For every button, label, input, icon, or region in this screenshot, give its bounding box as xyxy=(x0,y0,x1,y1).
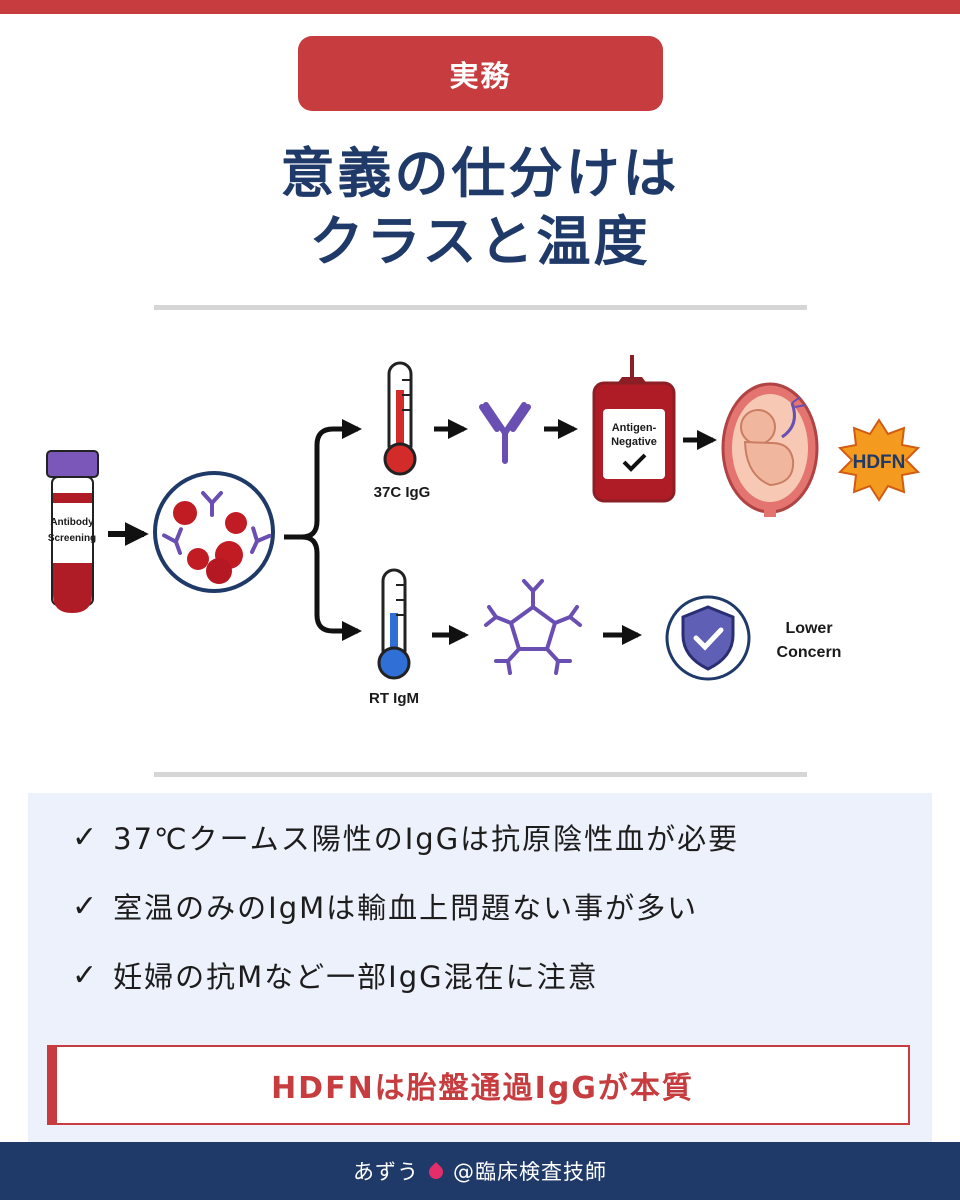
igm-pentamer-icon xyxy=(484,579,582,675)
title-line-2: クラスと温度 xyxy=(309,210,651,273)
author-name: あずう xyxy=(353,1160,419,1184)
category-tag: 実務 xyxy=(298,36,663,111)
footer-bar: あずう @臨床検査技師 xyxy=(0,1142,960,1200)
title-line-1: 意義の仕分けは xyxy=(280,142,680,205)
bag-label-line-2: Negative xyxy=(611,436,657,448)
branch-lower-arrow xyxy=(301,534,362,641)
antibody-workflow-diagram: Antibody Screening 37C IgG A xyxy=(46,355,921,707)
check-icon: ✓ xyxy=(72,819,100,855)
test-tube-icon: Antibody Screening xyxy=(46,450,99,613)
check-icon: ✓ xyxy=(72,888,100,924)
key-point-text: 37℃クームス陽性のIgGは抗原陰性血が必要 xyxy=(113,822,740,856)
check-icon: ✓ xyxy=(72,957,100,993)
key-point-text: 室温のみのIgMは輸血上問題ない事が多い xyxy=(113,891,699,925)
divider-bottom xyxy=(154,772,807,777)
author-handle: @臨床検査技師 xyxy=(453,1160,607,1184)
tube-label-line-1: Antibody xyxy=(50,517,94,528)
blood-bag-icon: Antigen- Negative xyxy=(592,355,676,503)
key-point: ✓ 室温のみのIgMは輸血上問題ない事が多い xyxy=(72,882,698,930)
hdfn-starburst-icon xyxy=(837,418,921,502)
tube-label-line-2: Screening xyxy=(48,533,96,544)
concern-label-line-2: Concern xyxy=(777,644,842,661)
lower-thermometer-label: RT IgM xyxy=(369,690,419,707)
concern-label-line-1: Lower xyxy=(785,620,832,637)
thermometer-warm-icon xyxy=(383,361,417,476)
hdfn-label: HDFN xyxy=(853,452,906,473)
fetus-icon xyxy=(721,382,819,517)
branch-upper-arrow xyxy=(284,419,362,540)
page-title: 意義の仕分けは クラスと温度 xyxy=(0,140,960,276)
divider-top xyxy=(154,305,807,310)
upper-thermometer-label: 37C IgG xyxy=(374,484,431,501)
key-point: ✓ 妊婦の抗Mなど一部IgG混在に注意 xyxy=(72,951,599,999)
key-point: ✓ 37℃クームス陽性のIgGは抗原陰性血が必要 xyxy=(72,813,739,861)
top-accent-bar xyxy=(0,0,960,14)
igg-antibody-icon xyxy=(479,402,531,464)
blood-drop-icon xyxy=(426,1162,446,1182)
bag-label-line-1: Antigen- xyxy=(612,422,657,434)
shield-check-icon xyxy=(665,595,751,681)
sample-cells-icon xyxy=(153,471,275,593)
thermometer-cool-icon xyxy=(377,568,411,680)
summary-callout: HDFNは胎盤通過IgGが本質 xyxy=(47,1045,910,1125)
key-point-text: 妊婦の抗Mなど一部IgG混在に注意 xyxy=(113,960,599,994)
